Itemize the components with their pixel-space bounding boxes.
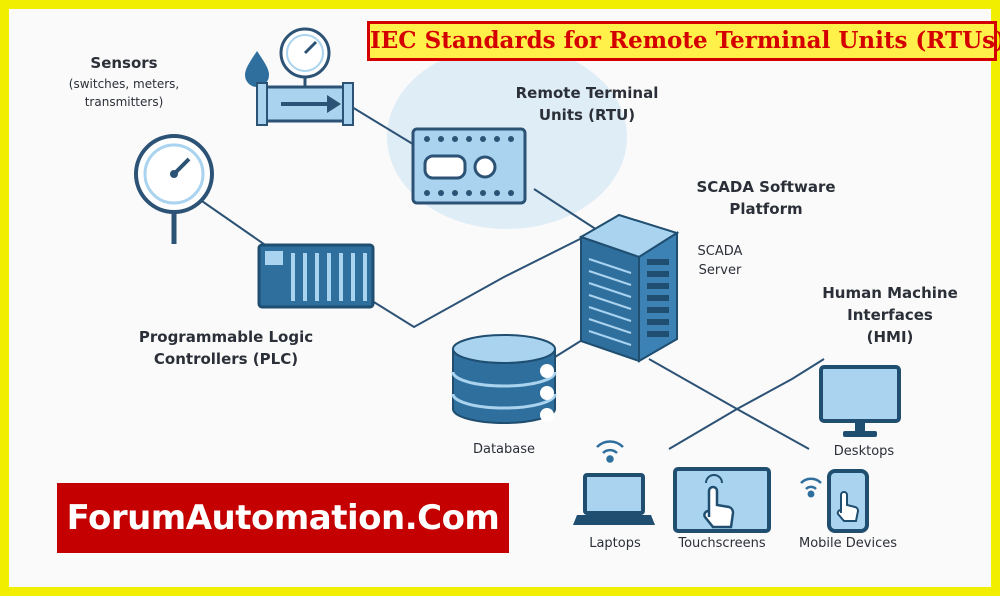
rtu-device-icon — [411, 127, 527, 205]
plc-device-icon — [257, 243, 375, 309]
sensors-label: Sensors — [90, 54, 158, 72]
mobile-wifi-icon — [800, 477, 822, 498]
scada-server-label-2: Server — [698, 263, 742, 278]
scada-server-label-1: SCADA — [697, 244, 743, 259]
page-title: IEC Standards for Remote Terminal Units … — [367, 21, 1000, 61]
hmi-label-1: Human Machine — [822, 284, 958, 302]
link-gauge-plc — [198, 198, 272, 250]
database-label: Database — [472, 442, 536, 457]
touchscreen-icon — [673, 467, 771, 533]
rtu-label-2: Units (RTU) — [538, 106, 636, 124]
scada-platform-label-2: Platform — [729, 200, 803, 218]
database-icon — [451, 334, 557, 424]
hmi-label-3: (HMI) — [866, 328, 914, 346]
flow-meter-icon — [256, 27, 354, 126]
link-hub-desktop — [736, 408, 810, 450]
connection-lines — [198, 103, 825, 450]
sensors-sublabel: (switches, meters, — [68, 77, 180, 91]
touchscreens-label: Touchscreens — [678, 536, 766, 551]
link-hub-touch — [668, 408, 738, 450]
link-server-hmi — [648, 358, 825, 411]
sensors-sublabel-2: transmitters) — [84, 95, 164, 109]
wifi-icon — [596, 440, 624, 463]
pressure-gauge-icon — [134, 134, 214, 244]
brand-banner: ForumAutomation.Com — [57, 483, 509, 553]
plc-label-1: Programmable Logic — [138, 328, 314, 346]
desktops-label: Desktops — [833, 444, 895, 459]
desktop-monitor-icon — [819, 365, 901, 437]
link-plc-server — [368, 236, 585, 329]
mobile-phone-icon — [827, 469, 869, 533]
network-diagram — [134, 27, 901, 533]
plc-label-2: Controllers (PLC) — [153, 350, 299, 368]
server-rack-icon — [578, 213, 680, 363]
hmi-label-2: Interfaces — [847, 306, 933, 324]
mobile-devices-label: Mobile Devices — [798, 536, 897, 551]
link-sensor-rtu — [346, 103, 422, 150]
rtu-label-1: Remote Terminal — [515, 84, 659, 102]
water-drop-icon — [245, 51, 269, 87]
laptop-icon — [573, 473, 655, 525]
scada-platform-label-1: SCADA Software — [696, 178, 836, 196]
laptops-label: Laptops — [589, 536, 641, 551]
